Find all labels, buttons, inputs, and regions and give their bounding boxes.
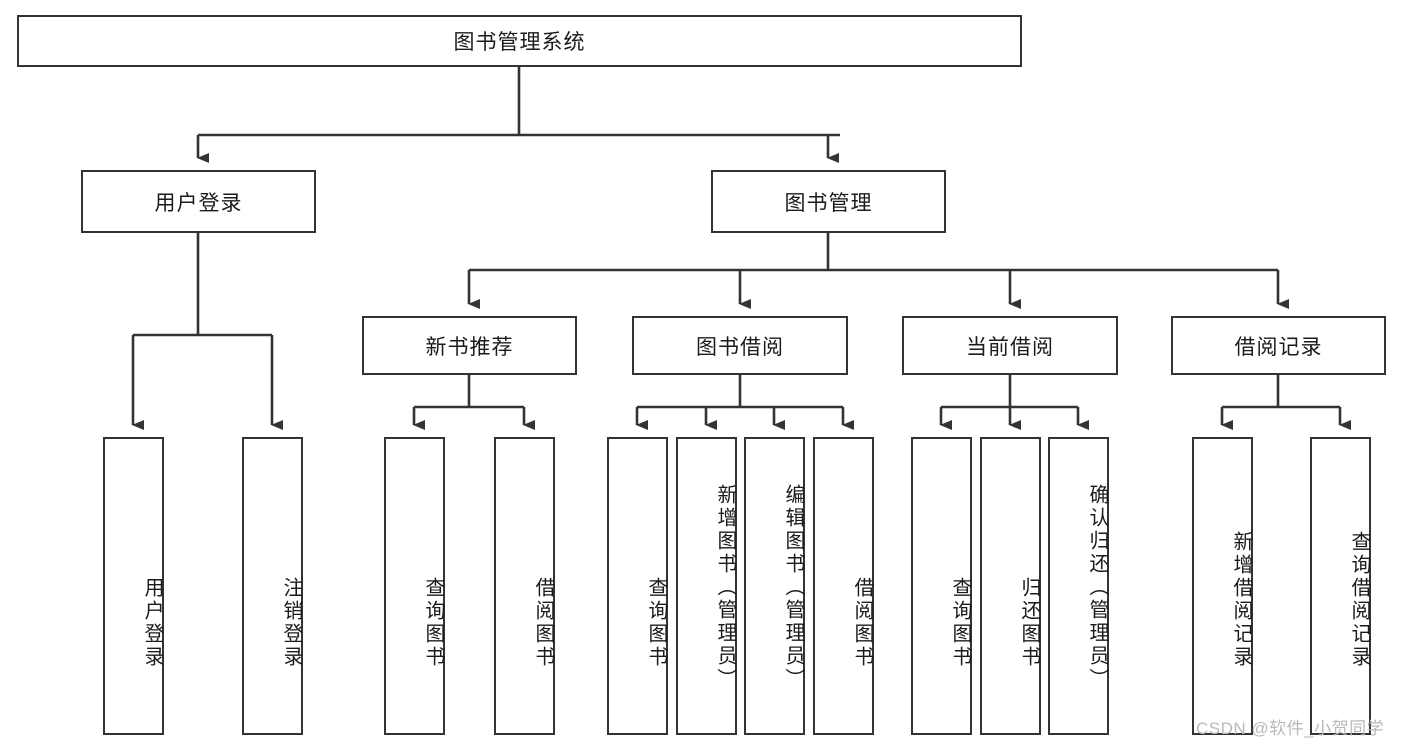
node-new-book-recommend-label: 新书推荐 (425, 335, 514, 359)
node-new-book-recommend[interactable]: 新书推荐 (362, 316, 577, 375)
node-leaf-query-book-2[interactable]: 查询图书 (607, 437, 668, 735)
node-user-login[interactable]: 用户登录 (81, 170, 316, 233)
node-user-login-label: 用户登录 (154, 191, 243, 215)
node-leaf-query-record[interactable]: 查询借阅记录 (1310, 437, 1371, 735)
node-leaf-return-book[interactable]: 归还图书 (980, 437, 1041, 735)
node-root[interactable]: 图书管理系统 (17, 15, 1022, 67)
node-leaf-add-book-label: 新增图书（管理员） (714, 483, 736, 691)
node-leaf-user-login-label: 用户登录 (141, 577, 163, 669)
node-book-borrow[interactable]: 图书借阅 (632, 316, 848, 375)
watermark: CSDN @软件_小贺同学 (1196, 719, 1385, 738)
node-leaf-return-book-label: 归还图书 (1018, 577, 1040, 669)
node-leaf-query-book-1-label: 查询图书 (422, 577, 444, 669)
node-borrow-record[interactable]: 借阅记录 (1171, 316, 1386, 375)
node-root-label: 图书管理系统 (453, 31, 586, 54)
node-book-borrow-label: 图书借阅 (696, 335, 784, 359)
node-leaf-borrow-book-2-label: 借阅图书 (851, 577, 873, 669)
node-leaf-user-login[interactable]: 用户登录 (103, 437, 164, 735)
node-leaf-query-book-3[interactable]: 查询图书 (911, 437, 972, 735)
node-leaf-add-book[interactable]: 新增图书（管理员） (676, 437, 737, 735)
node-leaf-add-record[interactable]: 新增借阅记录 (1192, 437, 1253, 735)
node-leaf-edit-book[interactable]: 编辑图书（管理员） (744, 437, 805, 735)
node-leaf-confirm-return[interactable]: 确认归还（管理员） (1048, 437, 1109, 735)
node-leaf-user-logout-label: 注销登录 (280, 577, 302, 669)
node-leaf-confirm-return-label: 确认归还（管理员） (1086, 483, 1108, 691)
node-leaf-add-record-label: 新增借阅记录 (1230, 531, 1252, 669)
node-leaf-query-book-3-label: 查询图书 (949, 577, 971, 669)
node-current-borrow[interactable]: 当前借阅 (902, 316, 1118, 375)
node-borrow-record-label: 借阅记录 (1234, 335, 1323, 359)
node-book-manage-label: 图书管理 (784, 191, 873, 215)
node-leaf-query-record-label: 查询借阅记录 (1348, 531, 1370, 669)
node-leaf-query-book-1[interactable]: 查询图书 (384, 437, 445, 735)
node-current-borrow-label: 当前借阅 (966, 335, 1054, 359)
node-leaf-borrow-book-1-label: 借阅图书 (532, 577, 554, 669)
node-book-manage[interactable]: 图书管理 (711, 170, 946, 233)
node-leaf-user-logout[interactable]: 注销登录 (242, 437, 303, 735)
node-leaf-query-book-2-label: 查询图书 (645, 577, 667, 669)
node-leaf-borrow-book-1[interactable]: 借阅图书 (494, 437, 555, 735)
node-leaf-borrow-book-2[interactable]: 借阅图书 (813, 437, 874, 735)
node-leaf-edit-book-label: 编辑图书（管理员） (782, 483, 804, 691)
